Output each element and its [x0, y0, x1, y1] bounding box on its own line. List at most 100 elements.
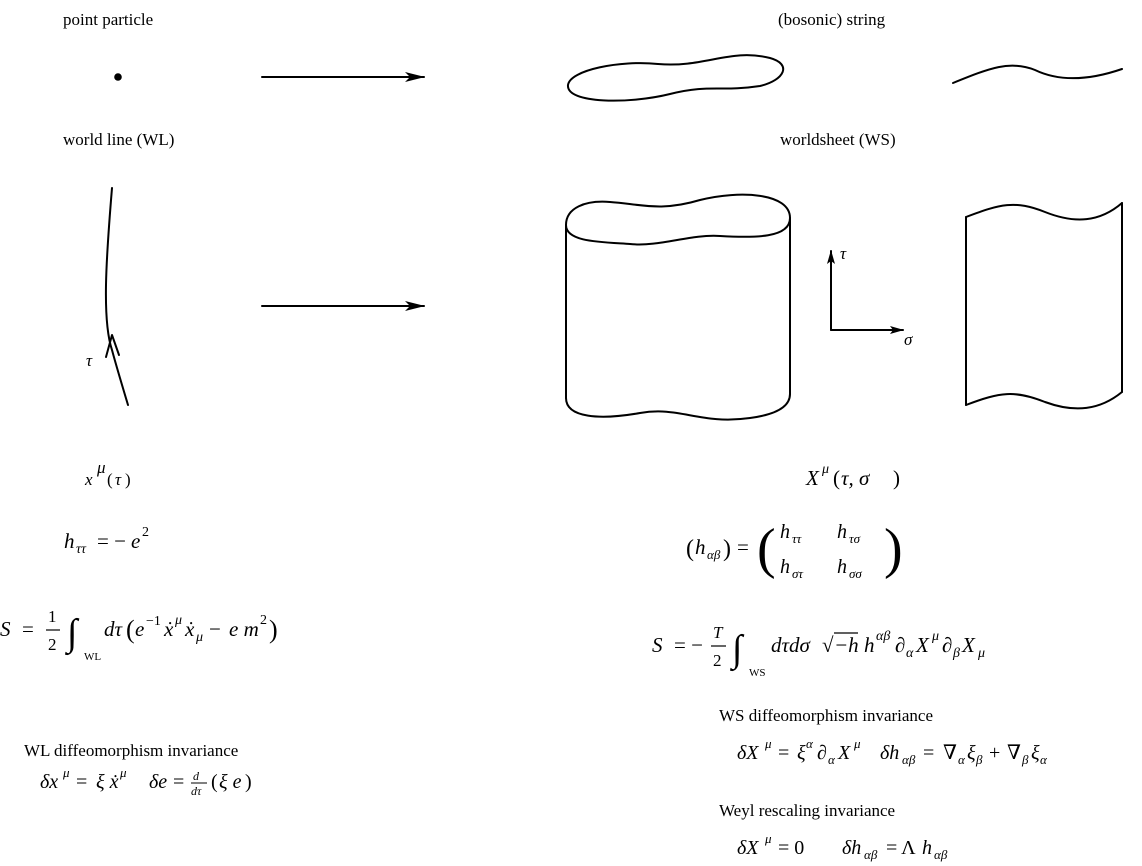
- svg-text:=: =: [173, 771, 184, 793]
- svg-text:δx: δx: [40, 771, 58, 793]
- svg-text:2: 2: [142, 525, 149, 540]
- svg-text:X: X: [805, 466, 820, 490]
- svg-text:): ): [893, 466, 900, 490]
- point-particle-dot: [114, 73, 122, 81]
- svg-text:μ: μ: [853, 736, 861, 751]
- label-worldsheet: worldsheet (WS): [780, 130, 896, 149]
- svg-text:μ: μ: [174, 613, 182, 628]
- svg-text:e: e: [135, 617, 144, 641]
- svg-text:= −: = −: [97, 529, 126, 553]
- svg-text:h: h: [64, 529, 75, 553]
- svg-text:τ: τ: [115, 470, 122, 489]
- svg-text:τ, σ: τ, σ: [841, 466, 871, 490]
- svg-text:=: =: [778, 742, 789, 764]
- svg-text:δh: δh: [842, 837, 861, 859]
- svg-text:δe: δe: [149, 771, 167, 793]
- weyl-title: Weyl rescaling invariance: [719, 801, 895, 820]
- tau-axis-label: τ: [840, 244, 847, 263]
- svg-text:∂: ∂: [942, 633, 952, 657]
- svg-text:e m: e m: [229, 617, 259, 641]
- svg-text:τσ: τσ: [849, 531, 861, 546]
- ws-diffeo-title: WS diffeomorphism invariance: [719, 706, 933, 725]
- ws-diffeo-equation: δX μ = ξ α ∂ α X μ δh αβ = ∇ α ξ β + ∇ β…: [737, 736, 1048, 767]
- svg-text:dτ: dτ: [191, 784, 202, 798]
- world-line-curve: [104, 187, 129, 406]
- svg-text:β: β: [952, 646, 960, 661]
- sigma-axis-label: σ: [904, 330, 913, 349]
- svg-text:h: h: [837, 556, 847, 578]
- svg-text:∫: ∫: [65, 612, 80, 656]
- svg-text:δh: δh: [880, 742, 899, 764]
- svg-text:=: =: [76, 771, 87, 793]
- svg-text:αβ: αβ: [864, 847, 878, 862]
- svg-text:δX: δX: [737, 837, 759, 859]
- label-point-particle: point particle: [63, 10, 153, 29]
- svg-text:(: (: [107, 470, 113, 489]
- svg-text:2: 2: [48, 635, 57, 654]
- svg-text:α: α: [806, 736, 814, 751]
- label-bosonic-string: (bosonic) string: [778, 10, 886, 29]
- svg-text:β: β: [1021, 752, 1029, 767]
- svg-text:αβ: αβ: [876, 629, 890, 644]
- svg-text:μ: μ: [821, 462, 829, 477]
- svg-text:μ: μ: [119, 765, 127, 780]
- svg-text:ẋ: ẋ: [163, 617, 174, 641]
- wl-diffeo-title: WL diffeomorphism invariance: [24, 741, 238, 760]
- svg-text:h: h: [780, 521, 790, 543]
- svg-text:α: α: [1040, 752, 1048, 767]
- svg-text:): ): [245, 771, 252, 793]
- svg-text:μ: μ: [195, 630, 203, 645]
- svg-text:h: h: [837, 521, 847, 543]
- svg-text:2: 2: [713, 651, 722, 670]
- svg-text:ξ ẋ: ξ ẋ: [96, 771, 119, 793]
- svg-text:): ): [884, 518, 903, 580]
- svg-text:−: −: [209, 617, 221, 641]
- svg-text:∂: ∂: [817, 742, 827, 764]
- svg-text:x: x: [84, 470, 93, 489]
- svg-text:T: T: [713, 623, 724, 642]
- svg-text:∇: ∇: [1007, 742, 1021, 764]
- svg-text:στ: στ: [792, 566, 804, 581]
- svg-text:σσ: σσ: [849, 566, 862, 581]
- svg-text:X: X: [837, 742, 851, 764]
- svg-text:ξ: ξ: [967, 742, 976, 764]
- svg-text:S: S: [0, 617, 11, 641]
- weyl-equation: δX μ = 0 δh αβ = Λ h αβ: [737, 831, 948, 862]
- svg-text:= −: = −: [674, 633, 703, 657]
- svg-text:−1: −1: [146, 614, 161, 629]
- svg-text:(: (: [211, 771, 218, 793]
- wl-diffeo-equation: δx μ = ξ ẋ μ δe = d dτ ( ξ e ): [40, 765, 252, 798]
- string-action: S = − T 2 ∫ WS dτdσ √ −h h αβ ∂ α X μ ∂ …: [652, 623, 985, 679]
- svg-text:1: 1: [48, 607, 57, 626]
- open-string: [952, 64, 1123, 84]
- svg-text:dτ: dτ: [104, 617, 124, 641]
- svg-text:X: X: [915, 633, 930, 657]
- svg-text:e: e: [131, 529, 140, 553]
- svg-text:αβ: αβ: [902, 752, 916, 767]
- svg-text:=: =: [737, 535, 749, 559]
- closed-string: [566, 54, 785, 102]
- svg-text:(: (: [686, 536, 694, 562]
- cylinder-worldsheet: [565, 193, 791, 421]
- particle-action: S = 1 2 ∫ WL dτ ( e −1 ẋ μ ẋ μ − e m 2 ): [0, 607, 278, 663]
- svg-text:δX: δX: [737, 742, 759, 764]
- svg-text:(: (: [126, 615, 135, 644]
- svg-text:∫: ∫: [730, 628, 745, 672]
- svg-text:−h: −h: [834, 633, 859, 657]
- string-metric: ( h αβ ) = ( h ττ h τσ h στ h σσ ): [686, 518, 903, 581]
- particle-coordinate: x μ ( τ ): [84, 458, 131, 489]
- svg-text:= Λ: = Λ: [886, 837, 916, 859]
- svg-text:α: α: [906, 646, 914, 661]
- svg-text:2: 2: [260, 613, 267, 628]
- svg-text:(: (: [833, 466, 840, 490]
- svg-text:+: +: [989, 742, 1000, 764]
- world-line-arrow-chevron: [105, 334, 120, 358]
- svg-text:=: =: [22, 617, 34, 641]
- label-world-line: world line (WL): [63, 130, 174, 149]
- svg-text:WS: WS: [749, 667, 766, 679]
- svg-text:h: h: [695, 535, 706, 559]
- svg-text:αβ: αβ: [934, 847, 948, 862]
- svg-text:S: S: [652, 633, 663, 657]
- svg-text:μ: μ: [931, 629, 939, 644]
